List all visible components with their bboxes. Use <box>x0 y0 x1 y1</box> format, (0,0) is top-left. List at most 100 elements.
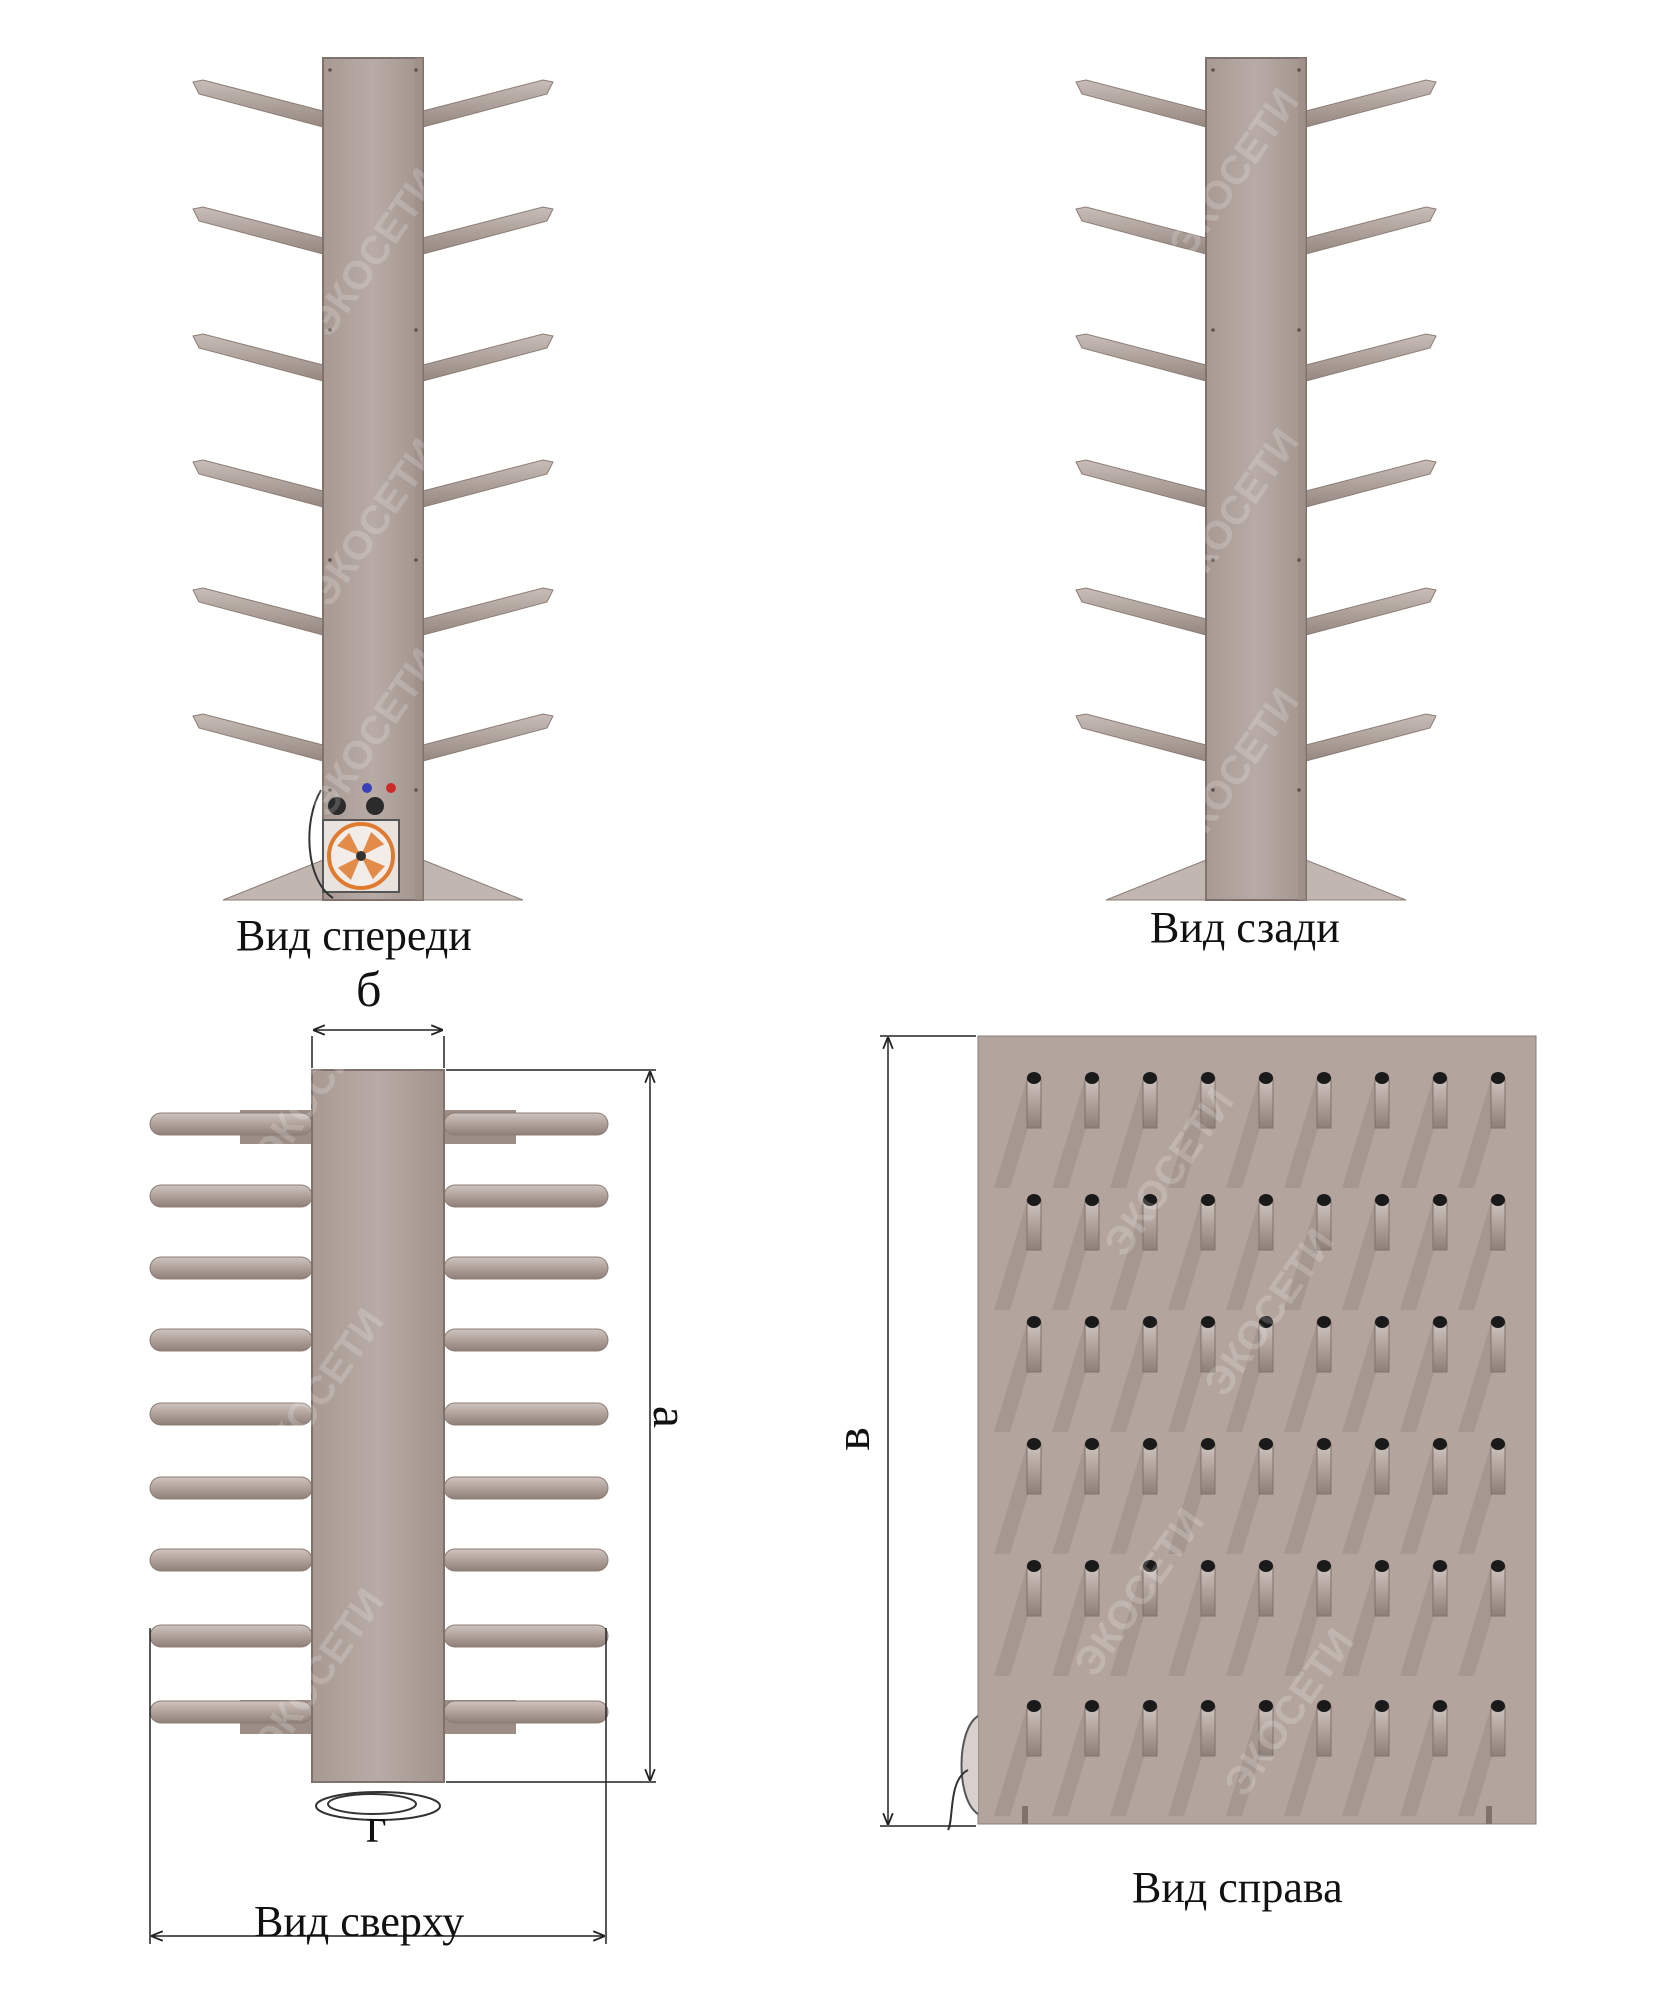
peg <box>1084 1705 1100 1757</box>
arm-left <box>192 79 324 128</box>
peg-end <box>1143 1072 1157 1084</box>
peg-end <box>1433 1072 1447 1084</box>
peg <box>1084 1199 1100 1251</box>
arm-left <box>192 587 324 636</box>
peg-end <box>1259 1700 1273 1712</box>
peg-end <box>1375 1560 1389 1572</box>
peg <box>1316 1443 1332 1495</box>
arm-right <box>1305 79 1437 128</box>
peg-end <box>1317 1560 1331 1572</box>
rivet <box>328 68 332 72</box>
peg <box>1258 1443 1274 1495</box>
peg <box>1142 1321 1158 1373</box>
peg-end <box>1085 1560 1099 1572</box>
fan-blade <box>337 832 361 856</box>
peg-end <box>1143 1316 1157 1328</box>
peg-end <box>1259 1316 1273 1328</box>
peg <box>1026 1077 1042 1129</box>
column-body <box>322 57 424 901</box>
peg-end <box>1491 1316 1505 1328</box>
top-tube-right <box>443 1402 609 1426</box>
peg <box>1142 1077 1158 1129</box>
peg-end <box>1085 1316 1099 1328</box>
dimension-label-a: а <box>643 1405 700 1429</box>
top-tube-left <box>149 1256 313 1280</box>
side-fan <box>960 1715 979 1815</box>
peg-end <box>1433 1316 1447 1328</box>
peg-end <box>1027 1438 1041 1450</box>
caption-front-view: Вид спереди <box>236 911 472 960</box>
peg <box>1432 1199 1448 1251</box>
peg <box>1200 1565 1216 1617</box>
arm-right <box>422 79 554 128</box>
top-tube-right <box>443 1476 609 1500</box>
peg <box>1432 1565 1448 1617</box>
arm-left <box>1075 713 1207 762</box>
control-knob <box>328 797 346 815</box>
arm-left <box>192 713 324 762</box>
peg <box>1026 1443 1042 1495</box>
peg <box>1142 1443 1158 1495</box>
caption-top-view: Вид сверху <box>254 1897 465 1946</box>
rivet <box>1211 68 1215 72</box>
peg <box>1084 1321 1100 1373</box>
fan-blade <box>361 856 385 880</box>
peg-end <box>1491 1072 1505 1084</box>
rivet <box>328 558 332 562</box>
top-tube-left <box>149 1476 313 1500</box>
peg-end <box>1085 1194 1099 1206</box>
peg-end <box>1433 1560 1447 1572</box>
dimension-label-v: в <box>823 1427 880 1451</box>
arm-left <box>192 459 324 508</box>
peg <box>1258 1077 1274 1129</box>
peg-end <box>1375 1316 1389 1328</box>
peg-end <box>1201 1700 1215 1712</box>
peg-end <box>1201 1560 1215 1572</box>
peg <box>1432 1321 1448 1373</box>
peg <box>1316 1565 1332 1617</box>
peg-end <box>1027 1194 1041 1206</box>
coiled-cable <box>315 1791 441 1821</box>
peg-end <box>1317 1316 1331 1328</box>
peg-end <box>1491 1560 1505 1572</box>
peg-end <box>1375 1194 1389 1206</box>
rivet <box>1297 788 1301 792</box>
peg <box>1490 1443 1506 1495</box>
peg <box>1258 1199 1274 1251</box>
peg-end <box>1143 1560 1157 1572</box>
peg <box>1490 1077 1506 1129</box>
peg <box>1490 1321 1506 1373</box>
peg-end <box>1027 1700 1041 1712</box>
power-cable <box>308 789 334 899</box>
peg-end <box>1259 1560 1273 1572</box>
top-tube-right <box>443 1700 609 1724</box>
peg-end <box>1375 1700 1389 1712</box>
peg-end <box>1201 1194 1215 1206</box>
rivet <box>1211 328 1215 332</box>
rivet <box>1211 558 1215 562</box>
peg-end <box>1143 1438 1157 1450</box>
peg <box>1142 1705 1158 1757</box>
caption-right-view: Вид справа <box>1132 1863 1343 1912</box>
rivet <box>1297 558 1301 562</box>
peg <box>1374 1077 1390 1129</box>
rivet <box>328 328 332 332</box>
fan-blade <box>361 832 385 856</box>
peg <box>1490 1565 1506 1617</box>
peg <box>1026 1321 1042 1373</box>
peg-end <box>1433 1194 1447 1206</box>
peg-end <box>1433 1438 1447 1450</box>
arm-left <box>1075 79 1207 128</box>
arm-right <box>1305 333 1437 382</box>
top-tube-left <box>149 1184 313 1208</box>
rivet <box>328 788 332 792</box>
column-edge <box>1298 58 1306 900</box>
top-tube-right <box>443 1328 609 1352</box>
arm-right <box>422 459 554 508</box>
peg <box>1374 1443 1390 1495</box>
peg-end <box>1259 1072 1273 1084</box>
peg-end <box>1491 1194 1505 1206</box>
rivet <box>1211 788 1215 792</box>
top-tube-right <box>443 1112 609 1136</box>
